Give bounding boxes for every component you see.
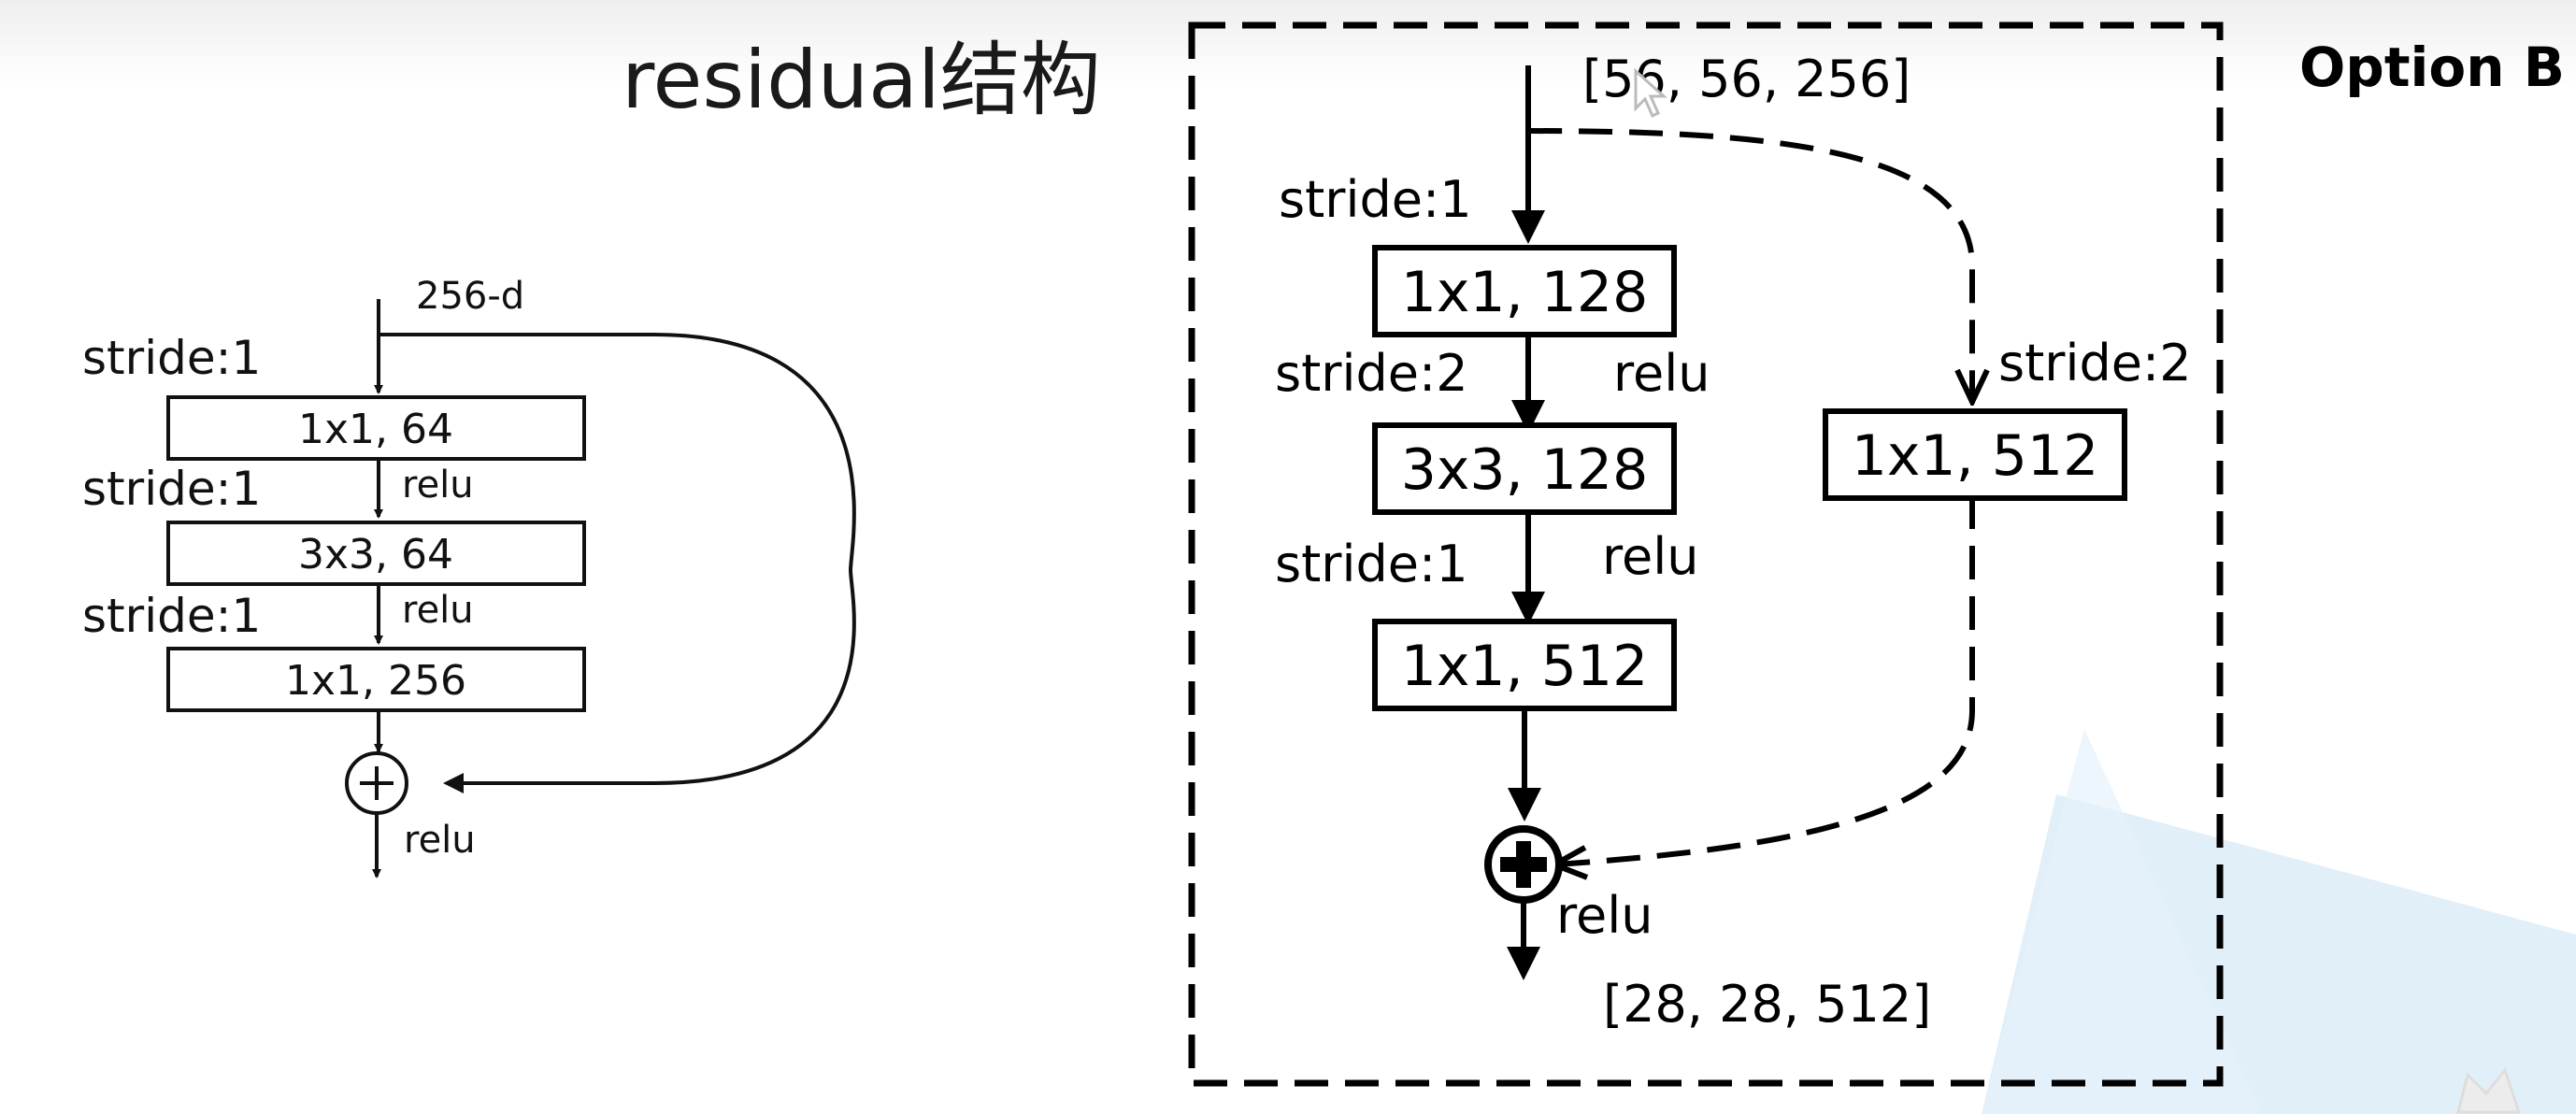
left-layer-3-op: 1x1, 256 <box>285 657 466 705</box>
left-relu-1: relu <box>402 464 474 507</box>
right-layer-3-box <box>1372 619 1677 711</box>
shortcut-stride: stride:2 <box>1998 334 2192 393</box>
left-stride-2: stride:1 <box>82 462 261 516</box>
option-b-dashed-frame <box>1188 21 2224 1087</box>
left-input-dim: 256-d <box>416 275 524 318</box>
left-layer-2-op: 3x3, 64 <box>298 531 453 578</box>
top-shadow <box>0 0 2576 84</box>
right-relu-2: relu <box>1602 527 1698 586</box>
right-layer-3-op: 1x1, 512 <box>1401 634 1649 699</box>
right-stride-1: stride:1 <box>1279 170 1472 229</box>
left-layer-1-box <box>166 395 586 461</box>
corner-watermark-icon <box>2456 1066 2522 1114</box>
mouse-cursor-icon <box>1634 67 1667 119</box>
right-shortcut-path <box>1527 128 1972 400</box>
right-output-relu: relu <box>1556 886 1653 945</box>
shortcut-conv-op: 1x1, 512 <box>1852 423 2099 489</box>
right-residual-block: [56, 56, 256] stride:1 1x1, 128 relu str… <box>1188 21 2224 1087</box>
shortcut-conv-box <box>1823 408 2127 501</box>
right-stride-2: stride:2 <box>1275 344 1468 403</box>
left-stride-3: stride:1 <box>82 589 261 643</box>
right-output-shape: [28, 28, 512] <box>1603 975 1931 1034</box>
right-layer-1-op: 1x1, 128 <box>1401 260 1649 325</box>
option-label: Option B <box>2299 36 2565 99</box>
left-layer-1-op: 1x1, 64 <box>298 406 453 453</box>
right-layer-1-box <box>1372 245 1677 337</box>
left-output-relu: relu <box>404 819 476 862</box>
right-layer-2-op: 3x3, 128 <box>1401 437 1649 503</box>
left-residual-block: 256-d stride:1 1x1, 64 relu stride:1 3x3… <box>82 275 856 878</box>
left-layer-2-box <box>166 521 586 586</box>
right-layer-2-box <box>1372 422 1677 515</box>
right-relu-1: relu <box>1613 344 1710 403</box>
slide-title: residual结构 <box>622 34 1101 127</box>
right-stride-3: stride:1 <box>1275 535 1468 593</box>
right-plus-v <box>1516 841 1531 888</box>
left-stride-1: stride:1 <box>82 331 261 385</box>
left-layer-3-box <box>166 647 586 712</box>
left-skip-connection <box>379 333 856 793</box>
right-shortcut-return-path <box>1556 495 1975 864</box>
left-relu-2: relu <box>402 589 474 632</box>
